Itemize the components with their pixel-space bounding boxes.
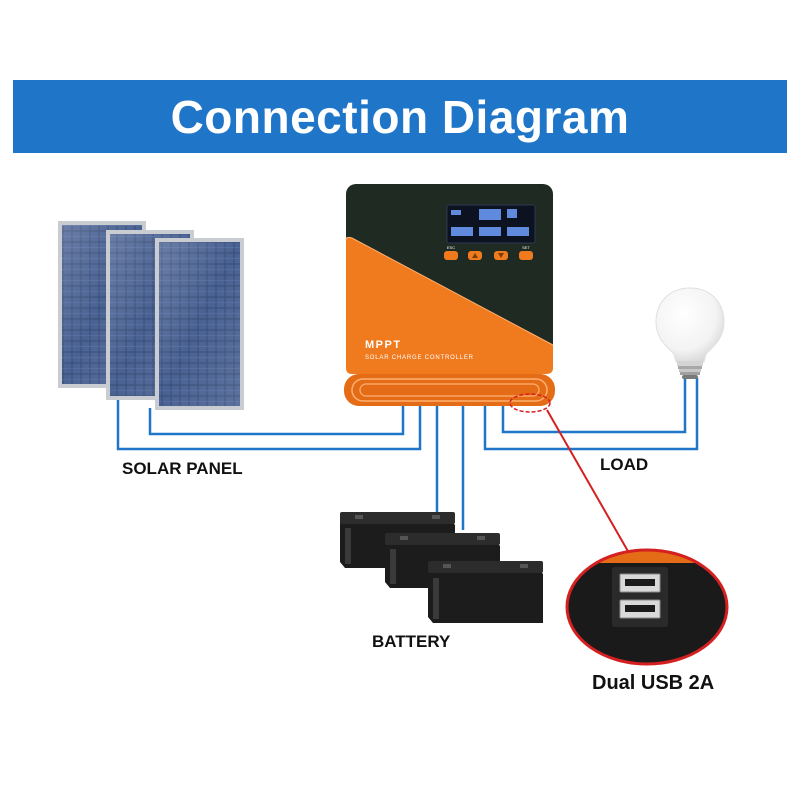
set-label: SET	[522, 245, 530, 250]
usb-port-icon	[565, 548, 729, 666]
solar-wire-positive	[116, 400, 422, 451]
terminal-cover	[344, 374, 555, 406]
set-button	[519, 251, 533, 260]
usb-highlight-circle	[509, 393, 551, 413]
solar-panel-icon	[58, 221, 244, 410]
usb-callout-line	[546, 409, 630, 554]
solar-panel-label: SOLAR PANEL	[122, 459, 243, 478]
battery-icon	[340, 512, 543, 623]
wiring	[116, 378, 699, 530]
battery-3	[428, 561, 543, 623]
load-wire-negative	[501, 378, 687, 434]
load-wire-positive	[483, 378, 699, 451]
battery-label: BATTERY	[372, 632, 451, 651]
title-banner: Connection Diagram	[13, 80, 787, 153]
esc-button	[444, 251, 458, 260]
controller-brand: MPPT	[365, 339, 402, 351]
usb-label: Dual USB 2A	[592, 672, 715, 694]
load-label: LOAD	[600, 455, 649, 474]
light-bulb-icon	[655, 287, 725, 379]
solar-wire-negative	[148, 405, 405, 436]
charge-controller-icon: ESC SET MPPT SOLAR CHARGE CONTROLLER	[344, 184, 555, 413]
controller-subtitle: SOLAR CHARGE CONTROLLER	[365, 355, 474, 361]
solar-panel-3	[155, 238, 244, 410]
esc-label: ESC	[447, 245, 455, 250]
control-buttons: ESC SET	[444, 245, 533, 260]
page-title: Connection Diagram	[170, 90, 630, 143]
